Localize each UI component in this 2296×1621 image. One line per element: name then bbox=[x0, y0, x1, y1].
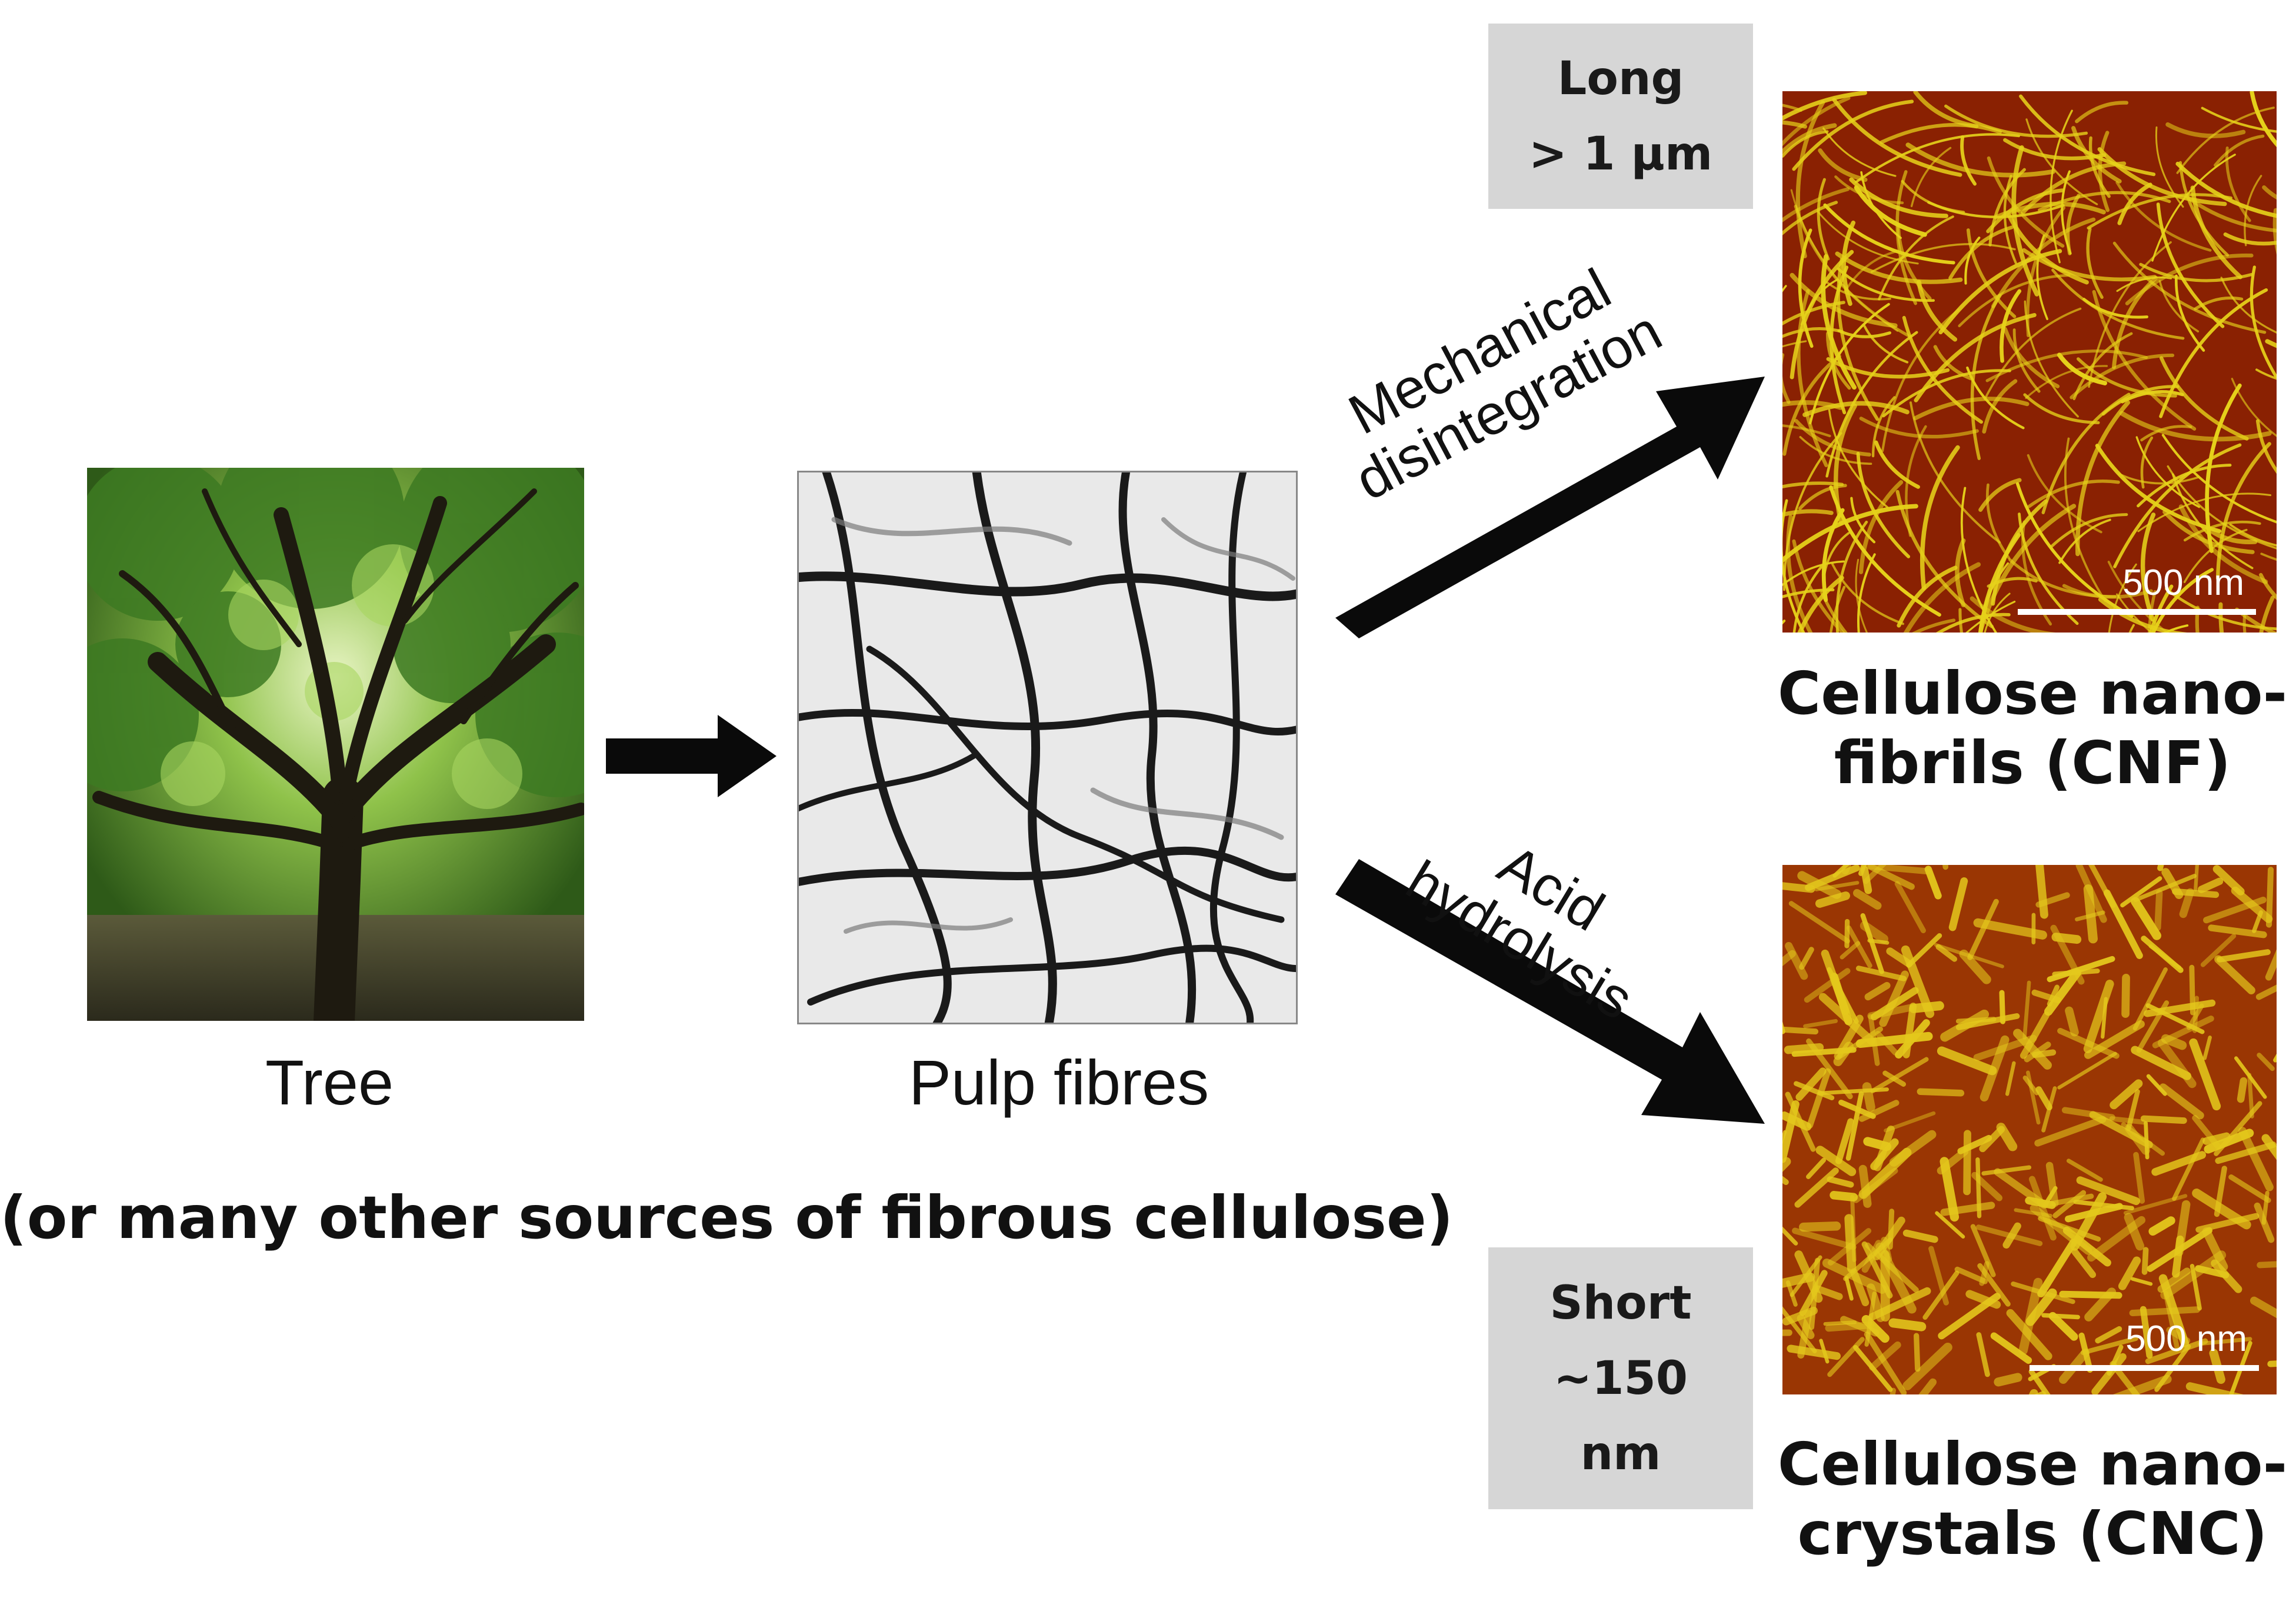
cnf-scale-bar: 500 nm bbox=[2018, 562, 2256, 615]
pulp-fibres-label: Pulp fibres bbox=[908, 1047, 1209, 1118]
cnf-size-box: Long > 1 µm bbox=[1488, 24, 1753, 209]
cnc-label: Cellulose nano- crystals (CNC) bbox=[1777, 1430, 2288, 1568]
cnf-label: Cellulose nano- fibrils (CNF) bbox=[1777, 659, 2288, 797]
sources-note: (or many other sources of fibrous cellul… bbox=[0, 1183, 1454, 1252]
cnc-size-box: Short ~150 nm bbox=[1488, 1247, 1753, 1509]
arrow-tree-to-pulp bbox=[606, 715, 777, 797]
pulp-fibres-image bbox=[797, 471, 1298, 1024]
cnc-afm-image: 500 nm bbox=[1782, 865, 2277, 1394]
arrow-mechanical bbox=[1335, 377, 1765, 638]
tree-image bbox=[87, 468, 584, 1021]
tree-label: Tree bbox=[265, 1047, 394, 1118]
cnf-afm-image: 500 nm bbox=[1782, 91, 2277, 633]
arrow-acid bbox=[1335, 859, 1765, 1124]
cnc-scale-bar: 500 nm bbox=[2030, 1318, 2259, 1371]
